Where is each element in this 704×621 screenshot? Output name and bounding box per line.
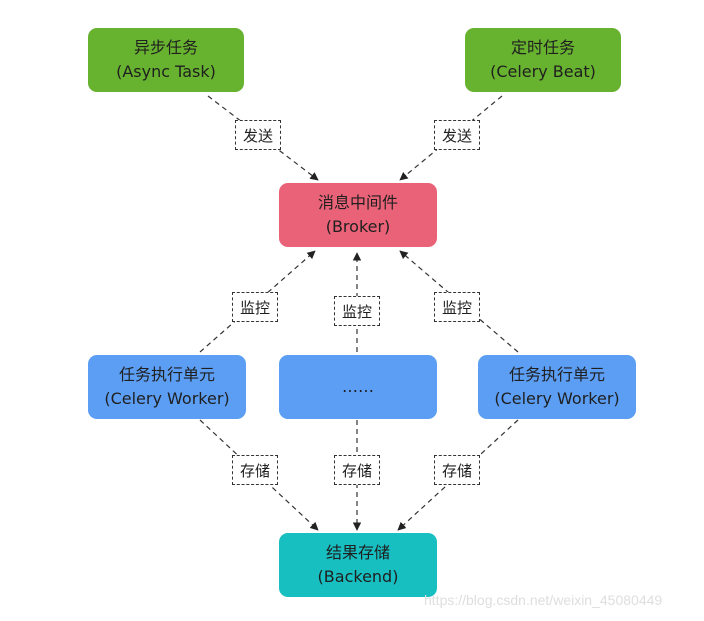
edge-label-send-left: 发送 <box>235 120 281 150</box>
worker-left-subtitle: (Celery Worker) <box>104 389 230 408</box>
backend-subtitle: (Backend) <box>317 567 399 586</box>
broker-title: 消息中间件 <box>317 193 398 212</box>
edge-label-store-middle: 存储 <box>334 455 380 485</box>
worker-left-node: 任务执行单元 (Celery Worker) <box>88 355 246 419</box>
edge-label-store-right: 存储 <box>434 455 480 485</box>
broker-subtitle: (Broker) <box>325 217 391 236</box>
edge-label-monitor-middle: 监控 <box>334 296 380 326</box>
edge-label-store-left: 存储 <box>232 455 278 485</box>
edge-worker-right-to-broker <box>399 250 519 353</box>
celery-beat-node: 定时任务 (Celery Beat) <box>465 28 621 92</box>
watermark-text: https://blog.csdn.net/weixin_45080449 <box>424 592 663 608</box>
broker-node: 消息中间件 (Broker) <box>279 183 437 247</box>
backend-title: 结果存储 <box>325 543 390 562</box>
celery-beat-title: 定时任务 <box>510 38 575 57</box>
backend-node: 结果存储 (Backend) <box>279 533 437 597</box>
async-task-title: 异步任务 <box>133 38 198 57</box>
worker-middle-node: …… <box>279 355 437 419</box>
edge-label-monitor-left: 监控 <box>232 292 278 322</box>
async-task-subtitle: (Async Task) <box>116 62 216 81</box>
edge-label-monitor-right: 监控 <box>434 292 480 322</box>
celery-beat-subtitle: (Celery Beat) <box>490 62 596 81</box>
worker-middle-title: …… <box>342 377 374 396</box>
async-task-node: 异步任务 (Async Task) <box>88 28 244 92</box>
edge-label-send-right: 发送 <box>434 120 480 150</box>
worker-right-node: 任务执行单元 (Celery Worker) <box>478 355 636 419</box>
worker-left-title: 任务执行单元 <box>118 365 215 384</box>
worker-right-subtitle: (Celery Worker) <box>494 389 620 408</box>
worker-right-title: 任务执行单元 <box>508 365 605 384</box>
